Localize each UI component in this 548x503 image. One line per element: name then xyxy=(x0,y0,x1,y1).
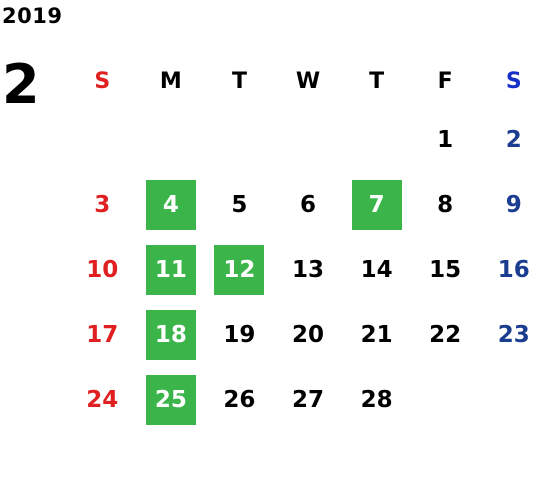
day-cell[interactable]: 21 xyxy=(342,302,411,367)
day-cell[interactable] xyxy=(68,107,137,172)
day-number: 15 xyxy=(429,256,462,283)
day-number: 17 xyxy=(86,321,119,348)
day-number: 8 xyxy=(437,191,454,218)
day-number: 18 xyxy=(145,309,196,360)
week-row-1: 1 2 xyxy=(68,107,548,172)
day-cell[interactable]: 24 xyxy=(68,367,137,432)
day-number: 25 xyxy=(145,374,196,425)
day-number: 12 xyxy=(214,244,265,295)
day-cell[interactable]: 15 xyxy=(411,237,480,302)
day-cell[interactable]: 10 xyxy=(68,237,137,302)
day-number: 3 xyxy=(94,191,111,218)
weekday-monday: M xyxy=(159,68,182,94)
day-number: 27 xyxy=(292,386,325,413)
day-number: 26 xyxy=(223,386,256,413)
day-number: 21 xyxy=(360,321,393,348)
day-number: 14 xyxy=(360,256,393,283)
day-cell[interactable] xyxy=(479,367,548,432)
day-number xyxy=(489,375,539,425)
day-cell[interactable]: 12 xyxy=(205,237,274,302)
week-row-4: 17 18 19 20 21 22 23 xyxy=(68,302,548,367)
weekday-sunday: S xyxy=(94,68,111,94)
day-number: 24 xyxy=(86,386,119,413)
day-cell[interactable]: 6 xyxy=(274,172,343,237)
day-cell[interactable]: 17 xyxy=(68,302,137,367)
day-cell[interactable] xyxy=(342,107,411,172)
year-label: 2019 xyxy=(2,4,63,28)
weekday-tuesday: T xyxy=(231,68,247,94)
day-cell[interactable]: 5 xyxy=(205,172,274,237)
day-cell[interactable]: 9 xyxy=(479,172,548,237)
day-number xyxy=(283,115,333,165)
weekday-thursday: T xyxy=(369,68,385,94)
day-number xyxy=(352,115,402,165)
day-number: 4 xyxy=(145,179,196,230)
month-number: 2 xyxy=(2,53,40,116)
day-number: 11 xyxy=(145,244,196,295)
day-cell[interactable]: 23 xyxy=(479,302,548,367)
day-number: 16 xyxy=(497,256,530,283)
day-cell[interactable]: 2 xyxy=(479,107,548,172)
day-number: 5 xyxy=(231,191,248,218)
day-cell[interactable]: 8 xyxy=(411,172,480,237)
weekday-wednesday: W xyxy=(295,68,321,94)
day-cell[interactable]: 26 xyxy=(205,367,274,432)
day-number: 7 xyxy=(351,179,402,230)
day-cell[interactable]: 22 xyxy=(411,302,480,367)
day-cell[interactable] xyxy=(411,367,480,432)
day-number: 2 xyxy=(505,126,522,153)
day-number: 20 xyxy=(292,321,325,348)
day-cell[interactable] xyxy=(137,107,206,172)
week-row-3: 10 11 12 13 14 15 16 xyxy=(68,237,548,302)
day-cell[interactable]: 1 xyxy=(411,107,480,172)
day-number xyxy=(214,115,264,165)
day-cell[interactable] xyxy=(205,107,274,172)
day-number: 13 xyxy=(292,256,325,283)
day-number: 22 xyxy=(429,321,462,348)
day-number: 28 xyxy=(360,386,393,413)
day-cell[interactable]: 4 xyxy=(137,172,206,237)
week-row-2: 3 4 5 6 7 8 9 xyxy=(68,172,548,237)
weekday-header-row: S M T W T F S xyxy=(68,55,548,107)
day-cell[interactable]: 25 xyxy=(137,367,206,432)
day-cell[interactable]: 13 xyxy=(274,237,343,302)
day-number xyxy=(420,375,470,425)
day-cell[interactable]: 7 xyxy=(342,172,411,237)
day-cell[interactable]: 28 xyxy=(342,367,411,432)
day-number: 1 xyxy=(437,126,454,153)
day-number: 10 xyxy=(86,256,119,283)
week-row-5: 24 25 26 27 28 xyxy=(68,367,548,432)
weekday-saturday: S xyxy=(505,68,522,94)
day-cell[interactable]: 3 xyxy=(68,172,137,237)
day-cell[interactable]: 14 xyxy=(342,237,411,302)
day-cell[interactable]: 18 xyxy=(137,302,206,367)
day-number: 6 xyxy=(300,191,317,218)
calendar-grid: S M T W T F S 1 2 3 4 5 6 7 8 9 10 11 12… xyxy=(68,55,548,432)
day-cell[interactable]: 19 xyxy=(205,302,274,367)
day-number xyxy=(146,115,196,165)
day-cell[interactable] xyxy=(274,107,343,172)
day-cell[interactable]: 11 xyxy=(137,237,206,302)
weekday-friday: F xyxy=(437,68,453,94)
day-cell[interactable]: 16 xyxy=(479,237,548,302)
day-cell[interactable]: 27 xyxy=(274,367,343,432)
day-number: 9 xyxy=(505,191,522,218)
day-cell[interactable]: 20 xyxy=(274,302,343,367)
day-number: 23 xyxy=(497,321,530,348)
day-number xyxy=(77,115,127,165)
day-number: 19 xyxy=(223,321,256,348)
